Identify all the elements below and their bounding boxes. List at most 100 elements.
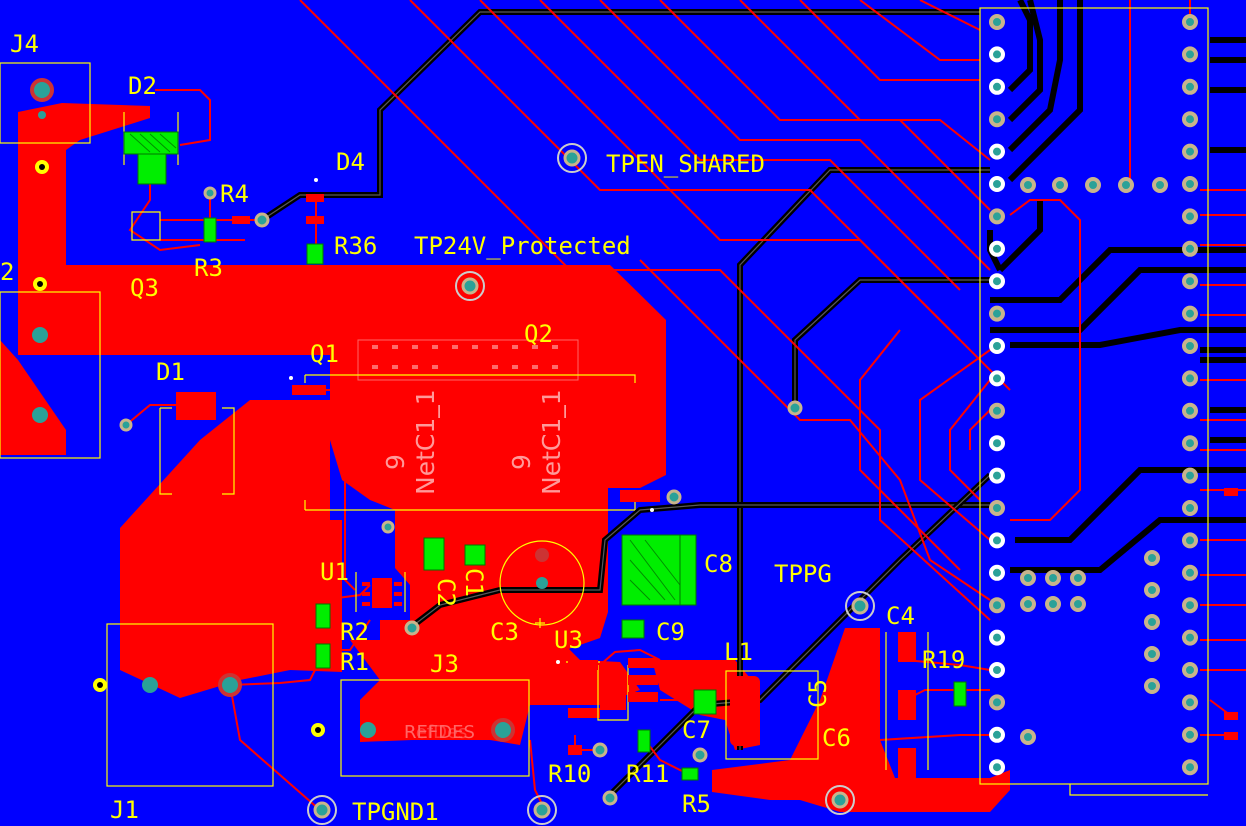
net-right-number: 9 xyxy=(507,454,536,470)
header-pin xyxy=(1182,467,1198,484)
label-tppg: TPPG xyxy=(774,560,832,588)
header-pin xyxy=(1144,614,1160,630)
label-r1: R1 xyxy=(340,648,369,676)
header-pin xyxy=(1070,570,1086,586)
header-pin xyxy=(1182,338,1198,354)
header-pins xyxy=(989,14,1198,776)
label-q2: Q2 xyxy=(524,320,553,348)
net-left-name: NetC1_1 xyxy=(411,389,440,495)
label-j4: J4 xyxy=(10,30,39,58)
header-pin xyxy=(989,629,1005,646)
label-tpen-shared: TPEN_SHARED xyxy=(606,150,765,178)
header-pin xyxy=(989,208,1005,225)
header-pin xyxy=(989,564,1005,581)
copper-pour-c6 xyxy=(712,628,1010,812)
label-l1: L1 xyxy=(724,638,753,666)
label-q1: Q1 xyxy=(310,340,339,368)
smd-pads-red xyxy=(176,194,1238,778)
header-pin xyxy=(989,597,1005,614)
header-pin xyxy=(1052,177,1068,193)
header-pin xyxy=(989,759,1005,776)
header-pin xyxy=(989,176,1005,192)
j4-outline xyxy=(0,62,91,144)
label-c2: C2 xyxy=(432,578,460,607)
header-pin xyxy=(1182,564,1198,581)
header-pin xyxy=(1070,596,1086,612)
test-points xyxy=(307,143,875,825)
silkscreen-labels: J4 2 D2 D4 R4 R3 R36 Q3 D1 Q1 Q2 U1 R2 R… xyxy=(0,30,965,826)
j1-outline xyxy=(106,623,274,787)
header-pin xyxy=(1182,273,1198,290)
label-tp24v: TP24V_Protected xyxy=(414,232,631,260)
label-r19: R19 xyxy=(922,646,965,674)
label-c9: C9 xyxy=(656,618,685,646)
header-pin xyxy=(1182,402,1198,419)
header-pin xyxy=(1182,176,1198,192)
header-pin xyxy=(989,467,1005,484)
th-pads-large xyxy=(30,78,549,742)
header-pin xyxy=(1182,143,1198,160)
header-pin xyxy=(989,46,1005,63)
label-d4: D4 xyxy=(336,148,365,176)
header-pin xyxy=(1045,570,1061,586)
header-pin xyxy=(1144,646,1160,662)
label-c4: C4 xyxy=(886,602,915,630)
label-r3: R3 xyxy=(194,254,223,282)
header-pin xyxy=(989,726,1005,743)
header-pin xyxy=(1118,177,1134,193)
header-pin xyxy=(1182,694,1198,711)
header-pin xyxy=(1182,240,1198,257)
label-c1: C1 xyxy=(460,568,488,597)
label-c3: C3 xyxy=(490,618,519,646)
q2-body xyxy=(357,339,579,381)
header-pin xyxy=(989,338,1005,354)
header-pin xyxy=(989,532,1005,549)
header-pin xyxy=(989,662,1005,678)
label-r11: R11 xyxy=(626,760,669,788)
label-j1: J1 xyxy=(110,796,139,824)
j2-outline xyxy=(0,291,101,459)
l1-outline xyxy=(725,670,819,760)
silk-dots xyxy=(289,178,654,664)
label-u1: U1 xyxy=(320,558,349,586)
small-vias xyxy=(119,186,803,806)
copper-pour-d1 xyxy=(120,400,342,698)
header-pin xyxy=(1182,597,1198,614)
header-pin xyxy=(1152,177,1168,193)
label-u3: U3 xyxy=(554,626,583,654)
header-pin xyxy=(989,402,1005,419)
label-r2: R2 xyxy=(340,618,369,646)
copper-pour-left xyxy=(0,340,66,455)
header-pin xyxy=(989,305,1005,322)
header-pin xyxy=(989,273,1005,290)
header-pin xyxy=(1182,662,1198,678)
header-pin xyxy=(989,143,1005,160)
test-point-centers xyxy=(313,149,869,819)
label-c7: C7 xyxy=(682,716,711,744)
header-outline xyxy=(979,7,1209,785)
header-pin xyxy=(1182,759,1198,776)
header-pin xyxy=(1182,726,1198,743)
header-pin xyxy=(1182,370,1198,387)
header-pin xyxy=(1182,629,1198,646)
header-pin xyxy=(989,435,1005,452)
header-pin xyxy=(1020,570,1036,586)
refdes-overlay-a: REFDES xyxy=(404,722,475,743)
label-r10: R10 xyxy=(548,760,591,788)
label-d1: D1 xyxy=(156,358,185,386)
d1-pad xyxy=(176,392,216,420)
header-pin xyxy=(1182,14,1198,30)
j3-outline xyxy=(340,679,530,777)
header-pin xyxy=(989,111,1005,128)
header-pin xyxy=(1144,550,1160,566)
header-pin xyxy=(1045,596,1061,612)
vias xyxy=(30,14,1198,825)
label-q3: Q3 xyxy=(130,274,159,302)
label-c6: C6 xyxy=(822,724,851,752)
smd-pads-hatch xyxy=(129,133,681,601)
header-pin xyxy=(1085,177,1101,193)
header-pin xyxy=(1144,582,1160,598)
header-pin xyxy=(1182,305,1198,322)
